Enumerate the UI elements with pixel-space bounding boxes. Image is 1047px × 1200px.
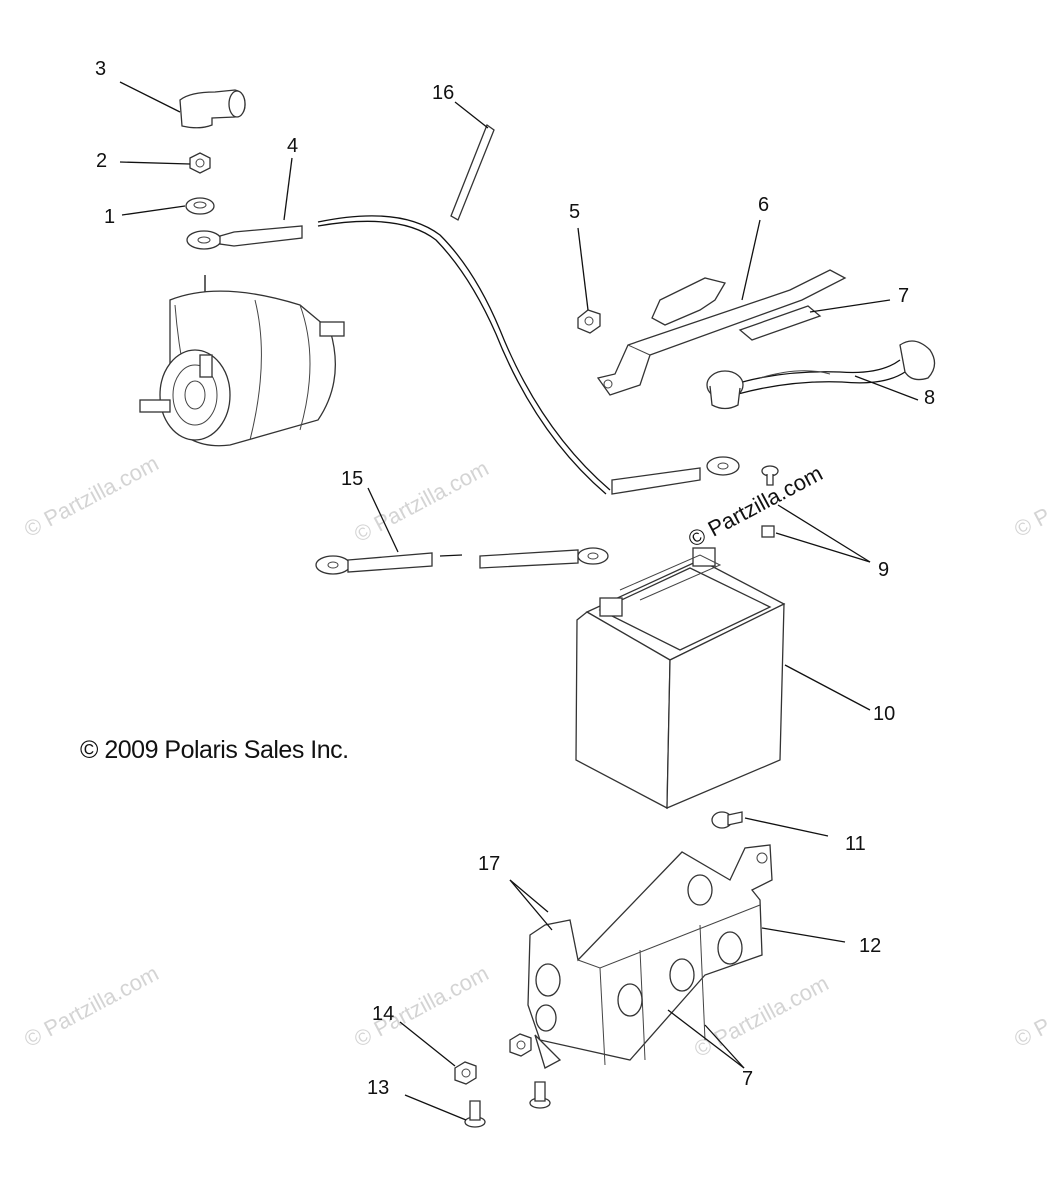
positive-cable-part <box>706 340 936 410</box>
strap-part <box>450 123 495 221</box>
callout-8: 8 <box>924 387 935 409</box>
callout-16: 16 <box>432 82 454 104</box>
starter-cable-part <box>186 215 740 495</box>
battery-tray-part <box>527 844 773 1069</box>
callout-14: 14 <box>372 1003 394 1025</box>
callout-12: 12 <box>859 935 881 957</box>
callout-7-upper: 7 <box>898 285 909 307</box>
callout-7-lower: 7 <box>742 1068 753 1090</box>
mounting-bolt-part <box>711 811 743 829</box>
terminal-nut-part <box>761 525 775 538</box>
tray-nut-part <box>454 1061 477 1085</box>
callout-5: 5 <box>569 201 580 223</box>
callout-13: 13 <box>367 1077 389 1099</box>
tray-nut-part <box>509 1033 532 1057</box>
negative-cable-part <box>315 547 609 575</box>
tray-bolt-part <box>464 1100 486 1128</box>
callout-3: 3 <box>95 58 106 80</box>
battery-hold-down-bracket-part <box>596 269 847 396</box>
callout-6: 6 <box>758 194 769 216</box>
terminal-boot-part <box>179 89 246 129</box>
battery-part <box>575 547 786 810</box>
callout-2: 2 <box>96 150 107 172</box>
starter-motor-part <box>139 290 345 447</box>
callout-10: 10 <box>873 703 895 725</box>
nut-part <box>189 152 211 174</box>
tray-bolt-part <box>529 1081 551 1109</box>
callout-1: 1 <box>104 206 115 228</box>
terminal-screw-part <box>761 465 779 486</box>
callout-9: 9 <box>878 559 889 581</box>
callout-11: 11 <box>845 833 866 855</box>
callout-17: 17 <box>478 853 500 875</box>
foam-pad-part <box>738 305 822 341</box>
washer-part <box>185 197 215 215</box>
flange-nut-part <box>577 309 601 334</box>
callout-4: 4 <box>287 135 298 157</box>
leader-lines <box>119 81 919 1121</box>
copyright-text: © 2009 Polaris Sales Inc. <box>80 736 349 764</box>
callout-15: 15 <box>341 468 363 490</box>
